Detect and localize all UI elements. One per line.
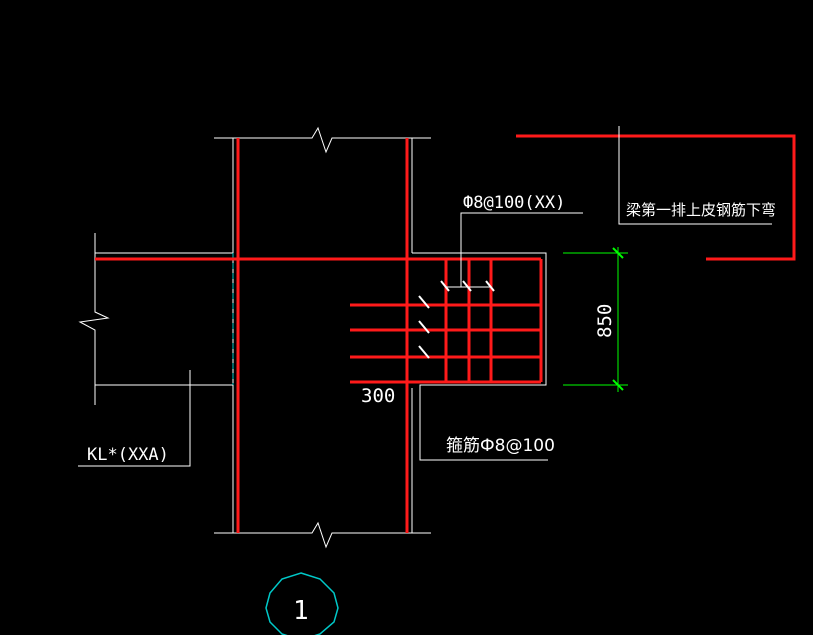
dim-tick-bottom (612, 379, 624, 391)
tie-hook-1 (440, 280, 450, 292)
height-dimension: 850 (594, 304, 616, 338)
detail-number: 1 (293, 596, 309, 626)
stirrup-note: 箍筋Ф8@100 (446, 436, 555, 456)
detail-marker-circle (265, 572, 339, 635)
tie-hook-2 (462, 280, 472, 292)
tie-hook-4 (418, 295, 430, 309)
dim-tick-top (612, 247, 624, 259)
top-rebar-note-leader (618, 126, 772, 225)
tie-hook-6 (418, 345, 430, 359)
width-dimension: 300 (361, 385, 395, 407)
beam-tag-leader (78, 370, 191, 467)
tie-hook-5 (418, 320, 430, 334)
left-beam-break-line (78, 233, 110, 405)
tie-bar-note: Ф8@100(XX) (463, 193, 565, 213)
top-rebar-note: 梁第一排上皮钢筋下弯 (626, 201, 776, 219)
beam-tag: KL*(XXA) (87, 445, 169, 465)
tie-hook-3 (485, 280, 495, 292)
haunch-outline (412, 252, 548, 461)
tie-bar-leader (460, 212, 583, 287)
right-beam-rebar (516, 134, 796, 261)
column-top-break-line (214, 126, 431, 154)
column-bottom-break-line (214, 521, 431, 549)
